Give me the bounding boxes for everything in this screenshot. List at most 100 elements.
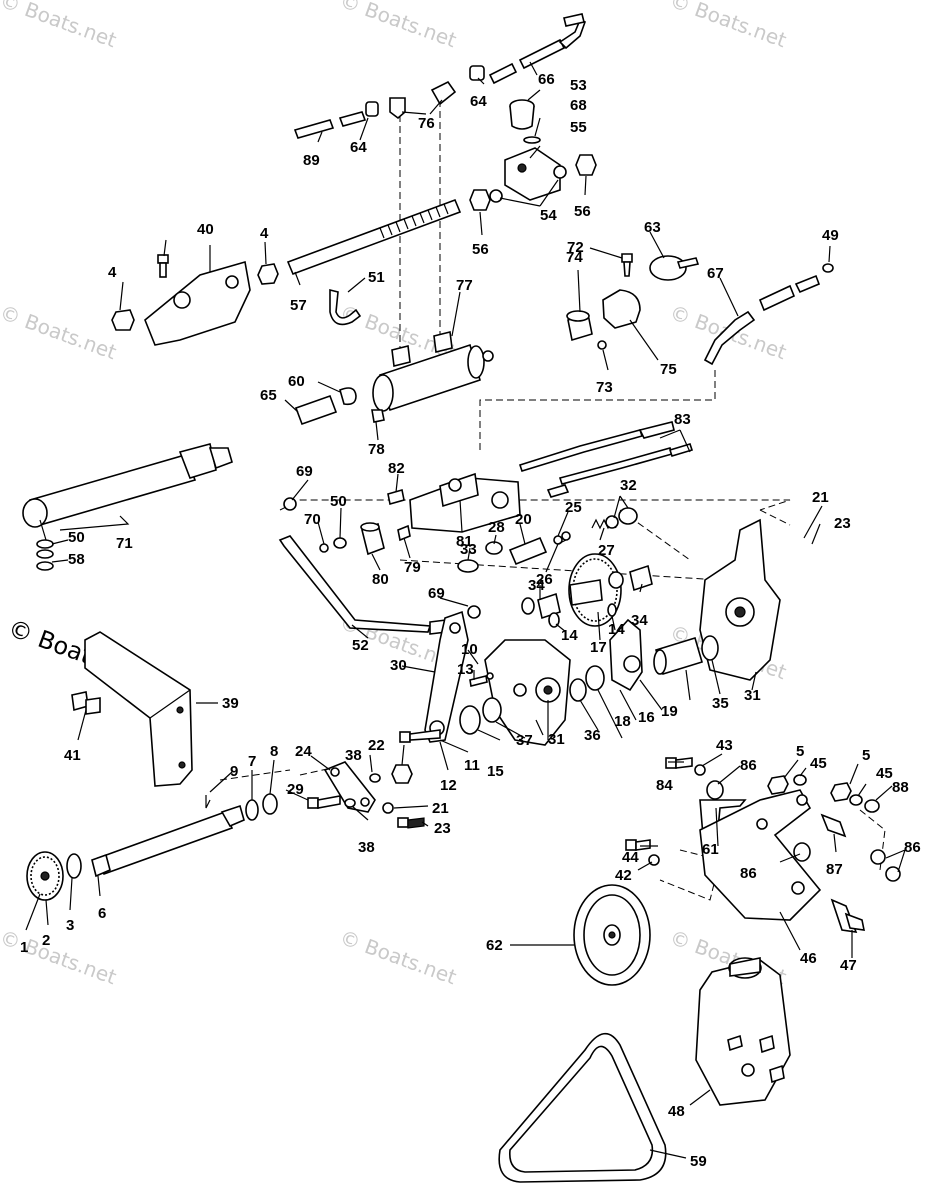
callout-3: 3 [66, 917, 74, 934]
washer [36, 561, 54, 571]
callout-59: 59 [690, 1153, 707, 1170]
callout-19: 19 [661, 703, 678, 720]
bushing-86 [870, 849, 886, 865]
callout-10: 10 [461, 641, 478, 658]
nut-5 [830, 782, 852, 802]
washer-14 [548, 612, 560, 628]
lever-16 [609, 618, 643, 692]
callout-5: 5 [796, 743, 804, 760]
bushing-86 [885, 866, 901, 882]
callout-51: 51 [368, 269, 385, 286]
nut-69 [283, 497, 297, 511]
callout-14: 14 [608, 621, 625, 638]
callout-37: 37 [516, 732, 533, 749]
washer-15 [459, 705, 481, 735]
callout-83: 83 [674, 411, 691, 428]
washer-38 [369, 773, 381, 783]
callout-12: 12 [440, 777, 457, 794]
callout-76: 76 [418, 115, 435, 132]
callout-60: 60 [288, 373, 305, 390]
callout-6: 6 [98, 905, 106, 922]
callout-1: 1 [20, 939, 28, 956]
gear-17 [568, 553, 622, 627]
washer-58 [36, 549, 54, 559]
callout-87: 87 [826, 861, 843, 878]
bolt-12 [399, 729, 441, 743]
callout-38: 38 [345, 747, 362, 764]
washer-3 [66, 853, 82, 879]
callout-27: 27 [598, 542, 615, 559]
nut-4 [111, 309, 135, 331]
callout-labels: 1 2 3 4 4 5 5 6 7 8 9 10 11 12 13 14 14 … [20, 71, 921, 1170]
seal-35 [701, 635, 719, 661]
leader-lines [25, 61, 906, 1159]
screw-72 [621, 253, 633, 277]
callout-54: 54 [540, 207, 557, 224]
bushing-34 [608, 564, 653, 592]
callout-45: 45 [810, 755, 827, 772]
washer-45 [793, 774, 807, 786]
valve-block-55 [504, 147, 561, 201]
power-steering-pump-48 [695, 957, 791, 1106]
callout-42: 42 [615, 867, 632, 884]
callout-34: 34 [631, 612, 648, 629]
callout-46: 46 [800, 950, 817, 967]
washer-21 [382, 802, 394, 814]
bolt-44 [625, 839, 651, 851]
callout-86: 86 [740, 865, 757, 882]
spacer-88 [864, 799, 880, 813]
callout-30: 30 [390, 657, 407, 674]
fitting-79 [397, 524, 411, 542]
callout-50: 50 [330, 493, 347, 510]
bolt-85 [157, 254, 169, 278]
ring-26 [561, 531, 571, 541]
nut-73 [597, 340, 607, 350]
callout-21: 21 [812, 489, 829, 506]
callout-69: 69 [296, 463, 313, 480]
callout-31: 31 [744, 687, 761, 704]
callout-86: 86 [740, 757, 757, 774]
callout-58: 58 [68, 551, 85, 568]
callout-88: 88 [892, 779, 909, 796]
nut-64 [469, 65, 485, 81]
bushing-86 [793, 842, 811, 862]
fitting-78 [371, 409, 385, 423]
nut-56 [575, 154, 597, 176]
callout-73: 73 [596, 379, 613, 396]
hose-66 [488, 13, 587, 85]
washer-45 [849, 794, 863, 806]
callout-66: 66 [538, 71, 555, 88]
callout-24: 24 [295, 743, 312, 760]
nut-64 [365, 101, 379, 117]
gear-housing-31 [484, 639, 571, 746]
callout-23: 23 [434, 820, 451, 837]
nut-22 [391, 764, 413, 784]
stud-87 [820, 813, 847, 838]
callout-28: 28 [488, 519, 505, 536]
seal-36 [569, 678, 587, 702]
callout-44: 44 [622, 849, 639, 866]
callout-25: 25 [565, 499, 582, 516]
washer-43 [694, 764, 706, 776]
callout-13: 13 [457, 661, 474, 678]
callout-45: 45 [876, 765, 893, 782]
bolt-29 [307, 795, 341, 809]
callout-49: 49 [822, 227, 839, 244]
bushing-86 [706, 780, 724, 800]
callout-40: 40 [197, 221, 214, 238]
callout-31: 31 [548, 731, 565, 748]
callout-22: 22 [368, 737, 385, 754]
callout-50: 50 [68, 529, 85, 546]
callout-4: 4 [260, 225, 269, 242]
o-ring-49 [822, 263, 834, 273]
callout-70: 70 [304, 511, 321, 528]
o-ring-68 [523, 136, 541, 144]
sleeve-19 [653, 636, 703, 676]
callout-29: 29 [287, 781, 304, 798]
callout-17: 17 [590, 639, 607, 656]
clip-82 [387, 488, 405, 506]
callout-8: 8 [270, 743, 278, 760]
bracket-40 [144, 260, 251, 346]
gear-2 [26, 851, 64, 901]
